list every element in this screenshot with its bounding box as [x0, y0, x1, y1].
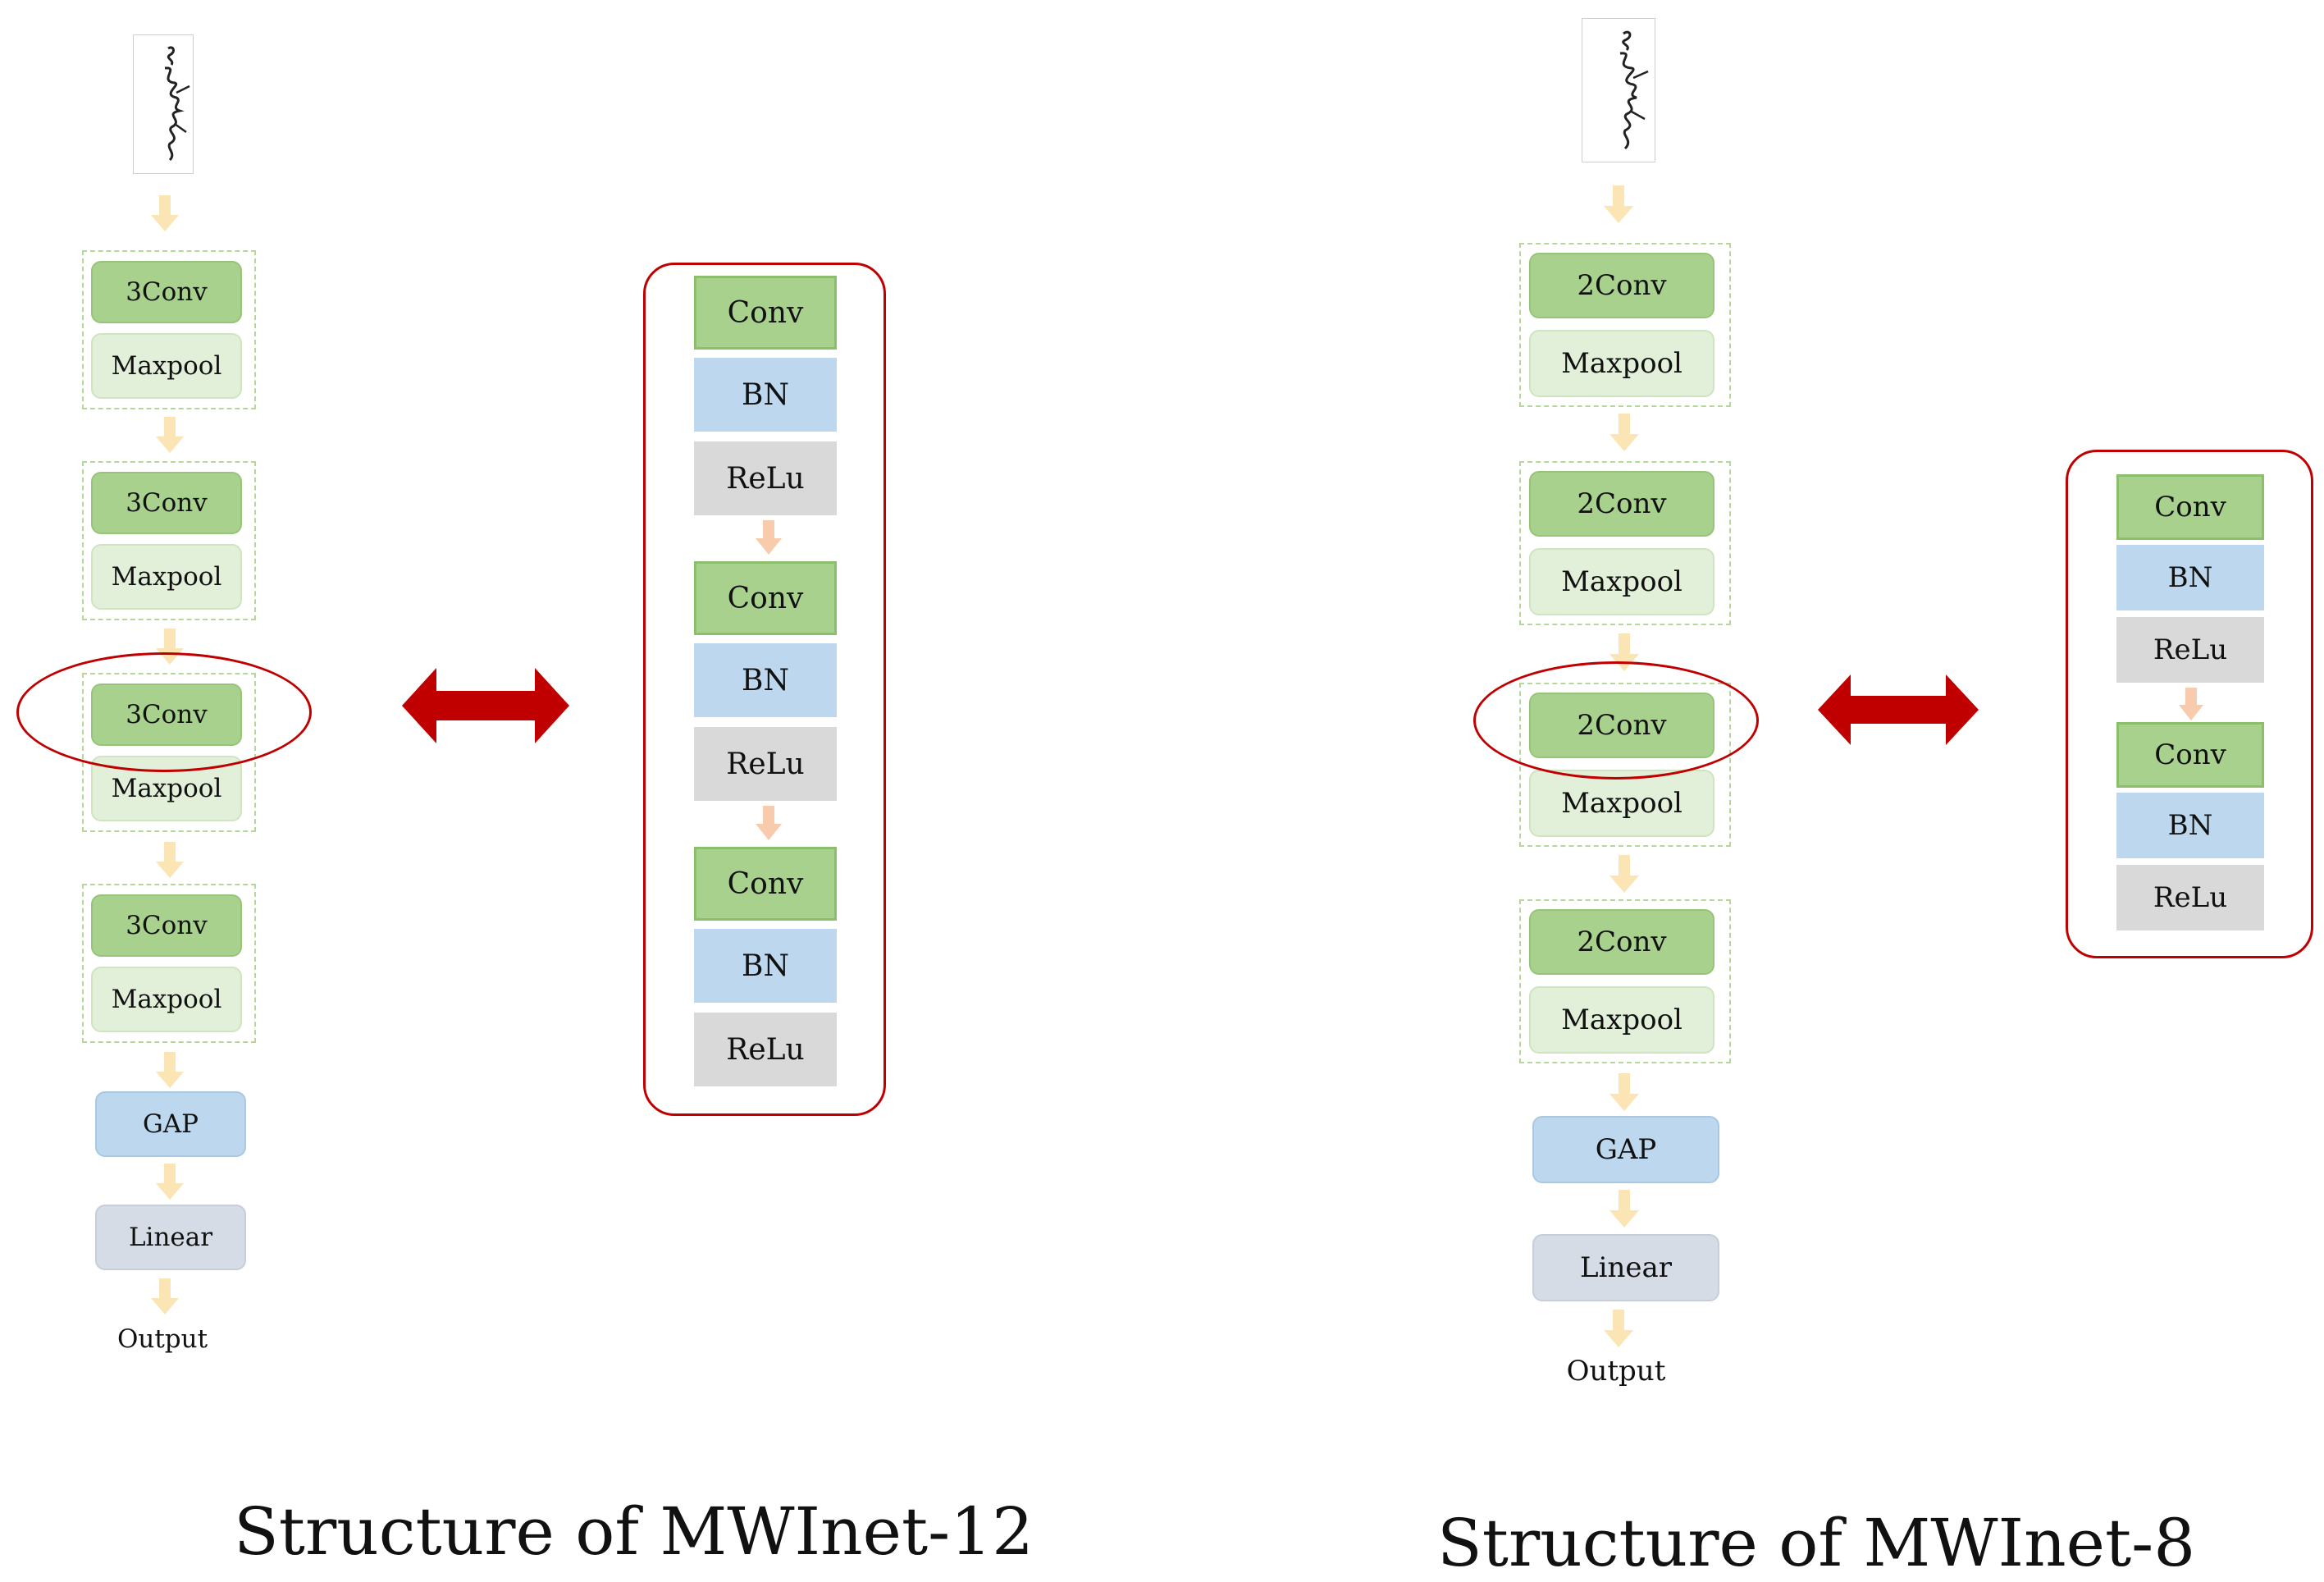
- detail-relu-layer: ReLu: [2116, 617, 2264, 683]
- detail-bn-layer: BN: [2116, 545, 2264, 610]
- detail-conv-layer: Conv: [694, 561, 837, 635]
- flow-arrow: [1609, 1073, 1639, 1111]
- detail-flow-arrow: [756, 806, 782, 840]
- bidirectional-arrow: [1818, 674, 1979, 745]
- conv-block-1: [1519, 243, 1731, 407]
- flow-arrow: [156, 1052, 184, 1088]
- flow-arrow: [1609, 855, 1639, 893]
- detail-bn-layer: BN: [2116, 793, 2264, 858]
- detail-bn-layer: BN: [694, 358, 837, 432]
- output-label: Output: [1566, 1355, 1666, 1388]
- caption-mwinet12: Structure of MWInet-12: [234, 1493, 1034, 1570]
- conv-block-2: [82, 461, 256, 620]
- detail-flow-arrow: [756, 520, 782, 555]
- gap-layer: GAP: [1532, 1116, 1719, 1183]
- linear-layer: Linear: [95, 1205, 246, 1270]
- detail-panel: [643, 263, 886, 1116]
- linear-layer: Linear: [1532, 1234, 1719, 1301]
- conv-layer-label: 3Conv: [91, 472, 242, 534]
- conv-layer-label: 3Conv: [91, 261, 242, 323]
- highlight-ellipse: [1473, 661, 1759, 780]
- highlight-ellipse: [16, 652, 312, 772]
- flow-arrow: [1604, 185, 1633, 223]
- conv-block-1: [82, 250, 256, 409]
- detail-relu-layer: ReLu: [694, 727, 837, 801]
- maxpool-layer-label: Maxpool: [1529, 770, 1714, 837]
- maxpool-layer-label: Maxpool: [1529, 330, 1714, 397]
- input-word-image: [1582, 18, 1655, 162]
- maxpool-layer-label: Maxpool: [91, 333, 242, 399]
- detail-conv-layer: Conv: [2116, 474, 2264, 540]
- flow-arrow: [151, 195, 179, 231]
- flow-arrow: [1609, 1190, 1639, 1228]
- handwritten-word-glyph: [164, 46, 190, 162]
- maxpool-layer-label: Maxpool: [91, 544, 242, 610]
- conv-layer-label: 2Conv: [1529, 909, 1714, 975]
- gap-layer: GAP: [95, 1091, 246, 1157]
- detail-bn-layer: BN: [694, 929, 837, 1003]
- conv-layer-label: 3Conv: [91, 894, 242, 957]
- detail-relu-layer: ReLu: [2116, 865, 2264, 930]
- detail-relu-layer: ReLu: [694, 1013, 837, 1086]
- detail-bn-layer: BN: [694, 643, 837, 717]
- conv-layer-label: 2Conv: [1529, 253, 1714, 318]
- detail-relu-layer: ReLu: [694, 441, 837, 515]
- output-label: Output: [116, 1324, 208, 1354]
- maxpool-layer-label: Maxpool: [1529, 986, 1714, 1054]
- maxpool-layer-label: Maxpool: [1529, 548, 1714, 615]
- maxpool-layer-label: Maxpool: [91, 967, 242, 1032]
- bidirectional-arrow: [402, 668, 569, 743]
- flow-arrow: [151, 1278, 179, 1315]
- conv-layer-label: 2Conv: [1529, 471, 1714, 537]
- conv-block-4: [1519, 899, 1731, 1063]
- flow-arrow: [1609, 414, 1639, 451]
- handwritten-word-glyph: [1619, 30, 1649, 150]
- flow-arrow: [1604, 1310, 1633, 1347]
- flow-arrow: [156, 842, 184, 878]
- detail-conv-layer: Conv: [2116, 722, 2264, 788]
- detail-conv-layer: Conv: [694, 276, 837, 350]
- conv-block-2: [1519, 461, 1731, 625]
- caption-mwinet8: Structure of MWInet-8: [1437, 1505, 2196, 1581]
- conv-block-4: [82, 884, 256, 1043]
- input-word-image: [133, 34, 194, 174]
- detail-flow-arrow: [2179, 688, 2203, 720]
- detail-conv-layer: Conv: [694, 847, 837, 921]
- flow-arrow: [156, 1164, 184, 1200]
- flow-arrow: [156, 417, 184, 453]
- detail-panel: [2066, 450, 2313, 958]
